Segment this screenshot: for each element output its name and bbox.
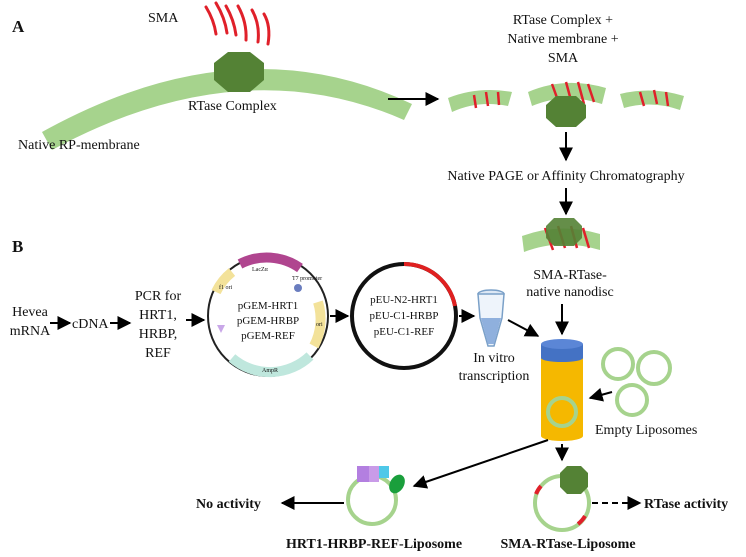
hrt1-protein-icon [357,466,369,482]
ampr-label: AmpR [262,368,278,374]
arrow-transcription-to-tube [507,319,540,337]
in-vitro-line-2: transcription [459,369,530,384]
panel-a-label: A [12,17,25,36]
rtase-activity-label: RTase activity [644,497,728,512]
hevea-line-1: Hevea [12,305,49,320]
peu-plasmid: pEU-N2-HRT1 pEU-C1-HRBP pEU-C1-REF [350,262,458,370]
pcr-line-3: HRBP, [139,327,178,342]
cdna-label: cDNA [72,317,109,332]
sma-polymers [204,1,271,46]
native-rp-membrane [42,68,412,150]
pgem-ref: pGEM-REF [241,330,295,342]
membrane-fragments [448,81,684,127]
arrow-liposomes-to-tube [588,387,613,402]
sma-rtase-liposome [533,466,591,532]
lacz-label: LacZα [252,267,269,273]
hrbp-protein-icon [379,466,389,478]
native-membrane-label: Native RP-membrane [18,138,140,153]
ori-label: ori [316,322,323,328]
panel-b-label: B [12,237,23,256]
no-activity-label: No activity [196,497,261,512]
pcr-line-1: PCR for [135,289,182,304]
ref-protein-icon [389,474,405,494]
sma-rtase-nanodisc [522,218,600,252]
mixture-line-2: Native membrane + [507,32,618,47]
in-vitro-line-1: In vitro [473,351,515,366]
hrt1-hrbp-ref-liposome [346,466,405,526]
peu-c1-ref: pEU-C1-REF [374,326,435,338]
f1-ori-label: f1 ori [219,284,232,291]
separation-label: Native PAGE or Affinity Chromatography [447,169,684,184]
transcription-tube-icon [477,289,505,347]
mixture-line-1: RTase Complex + [513,13,613,28]
arrow-tube-to-hrt-liposome [412,439,549,489]
pcr-line-2: HRT1, [139,308,177,323]
t7-promoter-icon [294,284,302,292]
peu-n2-hrt1: pEU-N2-HRT1 [370,294,438,306]
pgem-hrbp: pGEM-HRBP [237,315,299,327]
mixture-line-3: SMA [548,51,579,66]
ampr-feature [228,352,314,378]
reaction-tube [541,339,583,441]
pcr-line-4: REF [145,346,171,361]
hevea-line-2: mRNA [10,324,51,339]
empty-liposomes [601,347,672,417]
f1-ori-feature [211,268,236,295]
ori-feature [309,300,326,349]
nanodisc-line-2: native nanodisc [526,285,613,300]
rtase-complex-label: RTase Complex [188,99,277,114]
pgem-hrt1: pGEM-HRT1 [238,300,298,312]
sma-label: SMA [148,11,179,26]
pgem-plasmid-map: LacZα T7 promoter f1 ori ori AmpR pGEM-H… [207,252,329,378]
promoter-marker-icon [217,325,225,333]
rtase-complex [214,52,264,92]
nanodisc-line-1: SMA-RTase- [533,268,607,283]
empty-liposomes-label: Empty Liposomes [595,423,697,438]
lacz-feature [237,252,303,273]
hrt-liposome-label: HRT1-HRBP-REF-Liposome [286,537,462,552]
hrt1-protein-half-icon [369,466,379,482]
sma-liposome-label: SMA-RTase-Liposome [500,537,635,552]
peu-c1-hrbp: pEU-C1-HRBP [369,310,438,322]
t7-label: T7 promoter [292,276,322,282]
